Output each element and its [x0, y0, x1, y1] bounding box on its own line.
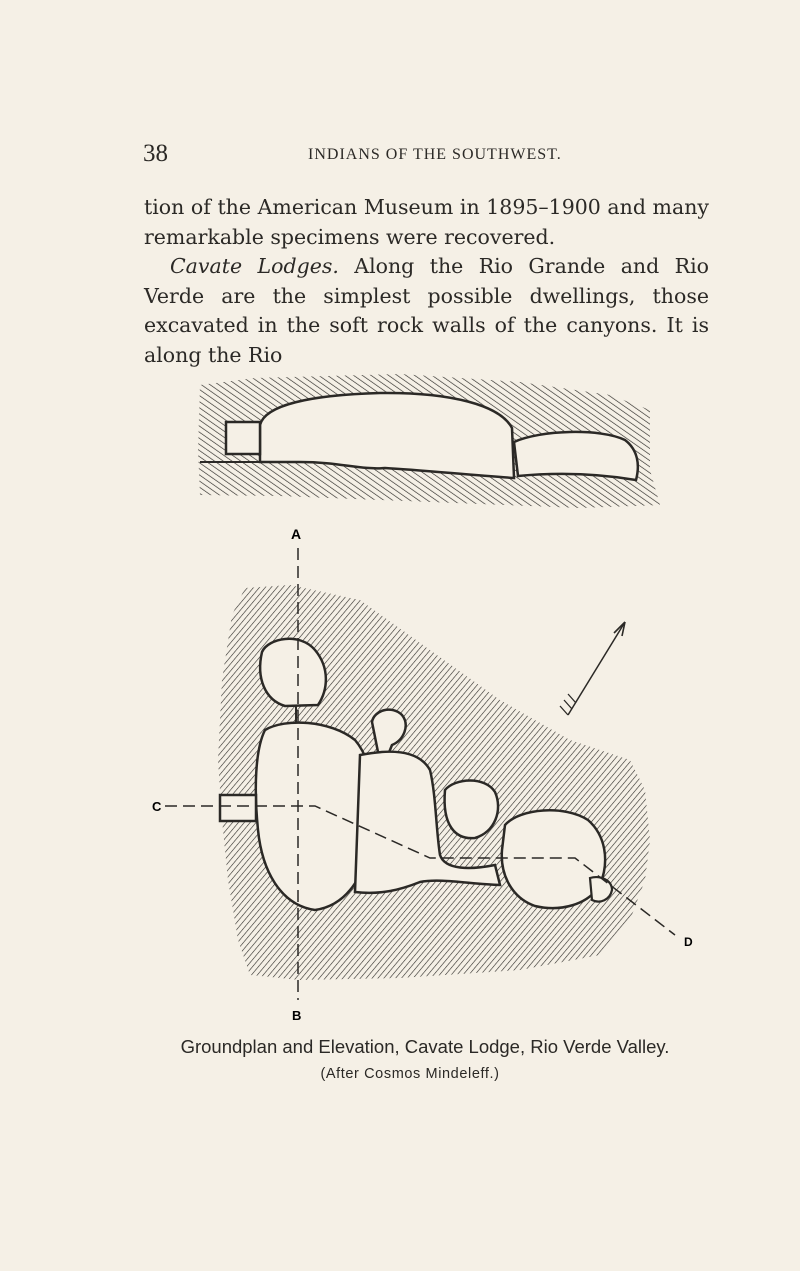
north-arrow-icon	[559, 621, 626, 716]
groundplan-entrance	[218, 793, 258, 823]
groundplan-drawing: A B C D	[152, 526, 693, 1023]
paragraph-continued: tion of the American Museum in 1895–1900…	[144, 195, 709, 249]
groundplan-round-room	[443, 779, 500, 840]
body-text: tion of the American Museum in 1895–1900…	[144, 193, 709, 370]
label-b: B	[292, 1008, 301, 1023]
section-line-c-d	[165, 805, 676, 936]
paragraph-text: Along the Rio Grande and Rio Verde are t…	[144, 254, 709, 367]
page-number: 38	[143, 140, 168, 167]
label-d: D	[684, 935, 693, 949]
running-head: INDIANS OF THE SOUTHWEST.	[308, 146, 562, 163]
elevation-doorway	[224, 420, 262, 456]
groundplan-large-room	[500, 809, 607, 910]
run-in-heading: Cavate Lodges.	[170, 254, 339, 278]
elevation-drawing	[198, 374, 660, 508]
elevation-main-chamber	[258, 391, 516, 480]
label-a: A	[291, 526, 301, 542]
elevation-rear-chamber	[512, 430, 640, 482]
groundplan-inner-room	[353, 750, 502, 895]
figure-caption: Groundplan and Elevation, Cavate Lodge, …	[180, 1036, 670, 1057]
groundplan-side-recess	[588, 876, 614, 903]
paragraph-cavate-lodges: Cavate Lodges. Along the Rio Grande and …	[144, 252, 709, 370]
groundplan-small-room	[258, 637, 328, 708]
groundplan-niche	[370, 708, 407, 757]
label-c: C	[152, 799, 162, 814]
figure-credit: (After Cosmos Mindeleff.)	[320, 1066, 500, 1082]
